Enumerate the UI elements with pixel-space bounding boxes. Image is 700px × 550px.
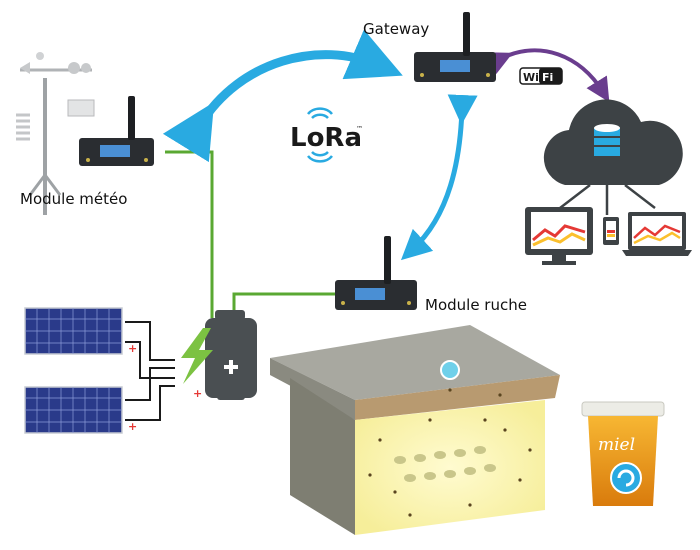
monitor-icon [525, 207, 593, 265]
honey-jar-brand: miel [598, 435, 635, 455]
lora-arrow-weather-gateway [162, 29, 403, 163]
lora-board-icon-hive [335, 236, 417, 310]
weather-station-icon [16, 52, 95, 215]
beehive-icon [270, 325, 560, 535]
wifi-logo-right: Fi [542, 71, 553, 84]
wifi-logo-icon: Wi Fi [519, 67, 563, 85]
lora-tm: ™ [356, 125, 363, 133]
lora-arrow-gateway-hive [400, 94, 478, 261]
laptop-icon [622, 212, 692, 256]
hive-module-label: Module ruche [425, 296, 527, 314]
wire-battery-hive [232, 292, 337, 318]
wifi-arrow-gateway-cloud [486, 48, 610, 103]
gateway-label: Gateway [363, 20, 430, 38]
wifi-logo-left: Wi [523, 71, 539, 84]
svg-text:+: + [193, 387, 202, 400]
wire-battery-weather [165, 150, 214, 318]
solar-panel-icon: + + + [24, 307, 202, 434]
wires [165, 150, 337, 318]
cloud-database-icon [543, 99, 683, 215]
lora-logo-text: LoRa [290, 123, 362, 153]
lora-board-icon-weather [79, 96, 154, 166]
honey-jar-icon: miel [581, 401, 665, 506]
svg-text:+: + [128, 342, 137, 355]
weather-module-label: Module météo [20, 190, 128, 208]
svg-text:+: + [128, 420, 137, 433]
lora-board-icon-gateway [414, 12, 496, 82]
phone-icon [603, 217, 619, 245]
lora-logo-icon: LoRa ™ [290, 107, 363, 163]
battery-icon [181, 310, 257, 400]
